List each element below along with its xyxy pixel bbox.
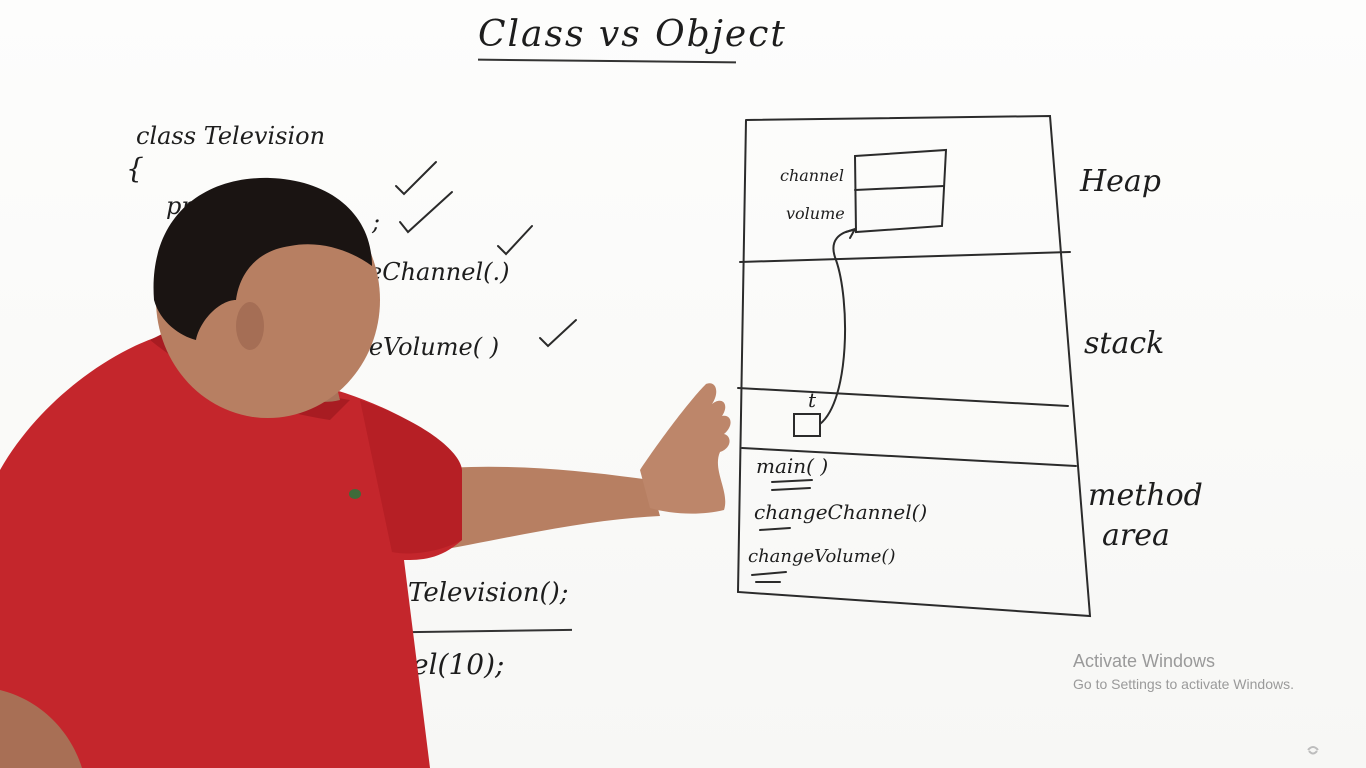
- section-label-heap: Heap: [1080, 164, 1162, 199]
- udemy-icon: [1307, 746, 1319, 755]
- reference-arrow: [819, 229, 855, 425]
- presenter-shirt: [0, 336, 462, 768]
- presenter-hair: [153, 177, 372, 340]
- presenter-forearm: [420, 466, 660, 552]
- field-label-volume: volume: [786, 204, 845, 223]
- object-box: [853, 148, 948, 234]
- heap-divider: [739, 251, 1071, 263]
- section-label-method: method: [1088, 478, 1203, 513]
- check-icon: [395, 161, 437, 196]
- udemy-logo: [1306, 744, 1320, 756]
- activate-windows-subtitle: Go to Settings to activate Windows.: [1073, 676, 1294, 692]
- memory-outline: [736, 114, 1092, 618]
- section-label-area: area: [1102, 518, 1170, 553]
- code-line-brace: {: [126, 152, 144, 185]
- code-line-class: class Television: [136, 122, 326, 150]
- presenter-hand: [640, 383, 731, 514]
- ref-var-label: t: [808, 388, 817, 412]
- stack-divider: [737, 387, 1069, 407]
- code-line-setchannel: el(10);: [412, 648, 505, 681]
- code-line-volume-field: ;: [372, 208, 381, 236]
- shirt-logo-icon: [349, 489, 361, 499]
- section-label-stack: stack: [1084, 326, 1165, 361]
- code-line-changechannel: eChannel(.): [368, 258, 510, 286]
- check-icon: [539, 319, 577, 348]
- method-divider: [741, 447, 1077, 467]
- method-entry-main: main( ): [756, 454, 829, 478]
- method-entry-changevolume: changeVolume(): [748, 546, 896, 567]
- method-entry-changechannel: changeChannel(): [754, 500, 928, 524]
- presenter-left-arm: [0, 690, 82, 768]
- check-icon: [497, 225, 533, 256]
- board-title: Class vs Object: [478, 14, 787, 55]
- code-line-new-television: Television();: [408, 578, 569, 608]
- check-icon: [399, 191, 453, 234]
- activate-windows-title: Activate Windows: [1073, 651, 1216, 671]
- field-label-channel: channel: [780, 166, 844, 185]
